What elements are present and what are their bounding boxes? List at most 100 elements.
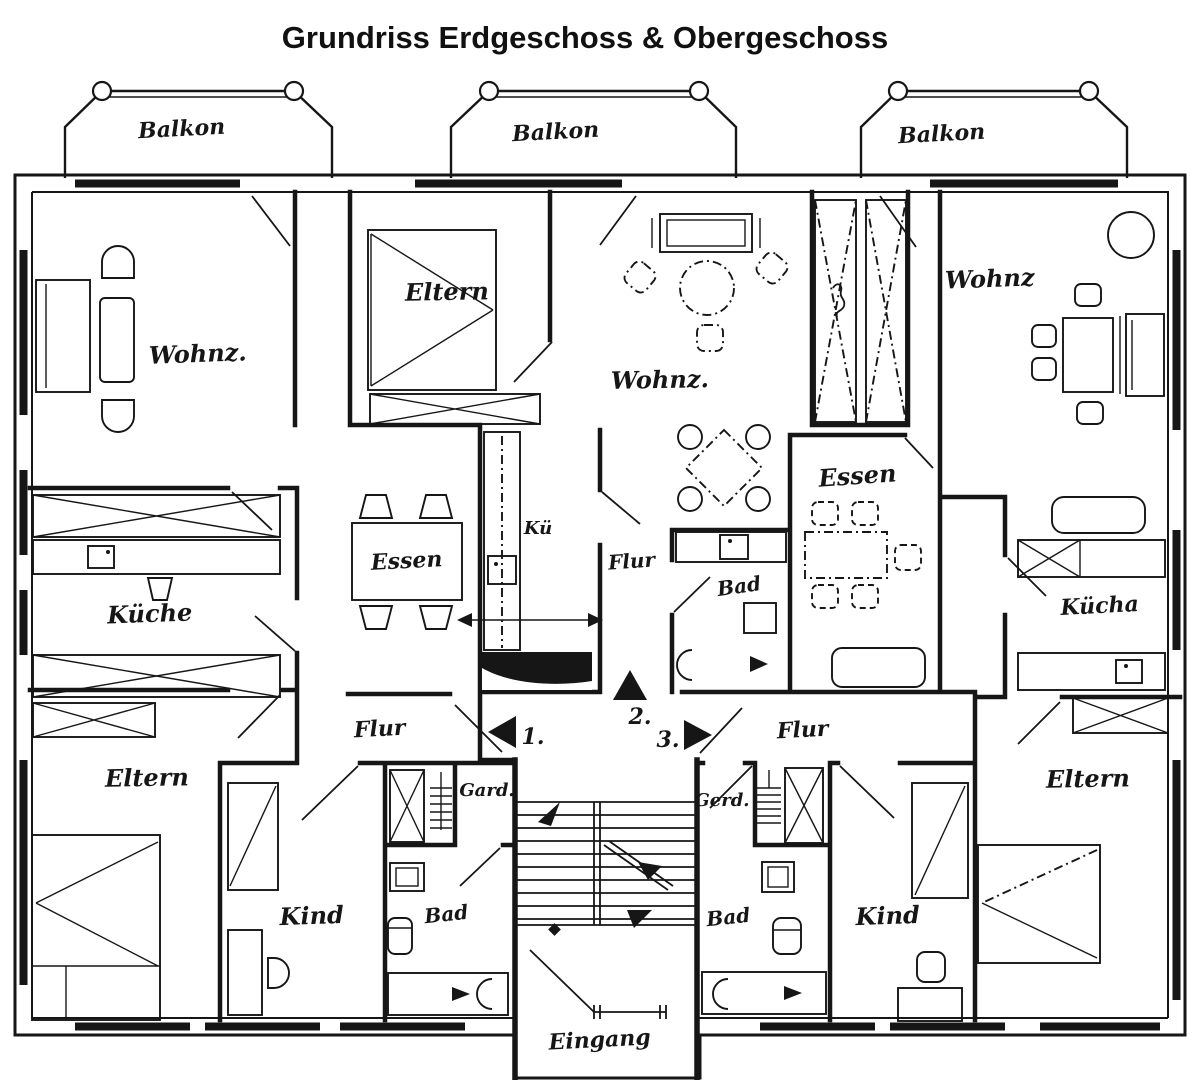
sink-icon — [87, 545, 115, 569]
room-label-kue-center: Kü — [523, 518, 552, 539]
faucet-icon — [452, 987, 470, 1001]
bad-center-fixtures — [675, 531, 787, 681]
room-labels: Wohnz. Eltern Wohnz. Wohnz Essen Kü Flur… — [104, 262, 1140, 931]
apartment-3-arrow-icon — [684, 720, 712, 750]
room-label-kueche-left: Küche — [106, 598, 193, 630]
stair-direction-arrow-icon — [627, 910, 652, 928]
counter-icon — [1017, 652, 1166, 691]
page-title: Grundriss Erdgeschoss & Obergeschoss — [282, 20, 888, 55]
room-label-eltern-right: Eltern — [1045, 763, 1130, 793]
balcony-post-icon — [887, 80, 909, 102]
chair-icon — [418, 494, 454, 519]
chair-icon — [1076, 401, 1104, 425]
room-label-kind-left: Kind — [278, 900, 344, 931]
stool-icon — [146, 577, 174, 601]
room-label-balkon-left: Balkon — [136, 114, 225, 145]
coffee-table-icon — [99, 297, 135, 383]
sideboard-icon — [659, 213, 753, 253]
sink-icon — [1115, 659, 1143, 684]
stair-direction-arrow-icon — [638, 862, 662, 880]
right-apartment-furniture — [701, 211, 1169, 1022]
square-table-icon — [684, 428, 764, 508]
room-label-eingang: Eingang — [547, 1024, 651, 1055]
wohnz-center-furniture — [623, 213, 789, 512]
room-label-balkon-right: Balkon — [896, 119, 985, 150]
room-label-bad-left: Bad — [422, 900, 469, 929]
cabinet-icon — [1017, 539, 1166, 578]
room-label-gard-left: Gard. — [459, 780, 514, 801]
handwritten-scribble — [832, 283, 846, 318]
closet-icon — [389, 769, 425, 843]
room-label-kind-right: Kind — [854, 900, 920, 931]
entrance-door: Eingang — [529, 949, 667, 1056]
room-label-bad-center: Bad — [715, 571, 763, 601]
sink-icon — [761, 861, 795, 893]
bed-icon — [227, 782, 279, 891]
interior-walls — [27, 189, 1183, 1080]
sofa-icon — [1125, 313, 1165, 397]
balcony-post-icon — [688, 80, 710, 102]
desk-icon — [897, 987, 963, 1022]
stair-direction-arrow-icon — [538, 802, 560, 826]
chair-icon — [851, 501, 879, 526]
kitchen-cabinets — [32, 494, 281, 698]
bed-eltern-center — [367, 229, 541, 425]
door-swings — [231, 195, 1061, 887]
wardrobe-icon — [1072, 697, 1169, 734]
room-label-kuecha-right: Kücha — [1059, 591, 1140, 621]
counter-icon — [675, 531, 787, 563]
kue-center-counter — [457, 431, 603, 690]
bench-icon — [831, 647, 926, 688]
chair-icon — [267, 957, 290, 989]
chair-icon — [677, 424, 703, 450]
sofa-icon — [35, 279, 91, 393]
gard-closet-left — [389, 769, 452, 843]
chair-icon — [418, 605, 454, 630]
chair-icon — [811, 501, 839, 526]
balcony-post-icon — [91, 80, 113, 102]
apartment-markers: 1. 2. 3. — [488, 670, 712, 753]
closet-icon — [784, 767, 824, 844]
chair-icon — [358, 605, 394, 630]
cabinet-icon — [369, 393, 541, 425]
bed-icon — [911, 782, 969, 899]
bathtub-icon — [701, 971, 827, 1015]
round-table-icon — [1107, 211, 1155, 259]
balcony-post-icon — [1078, 80, 1100, 102]
shelf-icon — [743, 602, 777, 634]
bad-left-fixtures — [387, 862, 509, 1016]
balcony-right: Balkon — [859, 80, 1129, 178]
armchair-icon — [101, 399, 135, 433]
chair-icon — [358, 494, 394, 519]
chair-icon — [745, 424, 771, 450]
apartment-2-arrow-icon — [613, 670, 647, 700]
kind-right-furniture — [897, 782, 969, 1022]
room-label-wohnz-right: Wohnz — [944, 262, 1036, 294]
chair-icon — [851, 584, 879, 609]
balcony-left: Balkon — [63, 80, 334, 178]
faucet-icon — [750, 656, 768, 672]
essen-left-furniture — [351, 494, 463, 630]
dimension-arrow-icon — [457, 613, 472, 627]
desk-icon — [227, 929, 263, 1016]
bad-right-fixtures — [701, 861, 827, 1015]
chair-icon — [696, 324, 724, 352]
wardrobe-icon — [865, 199, 907, 423]
essen-center-furniture — [804, 501, 926, 688]
coat-rack-icon — [757, 770, 781, 824]
bathtub-icon — [387, 972, 509, 1016]
left-apartment-furniture — [31, 245, 509, 1021]
window-bands — [19, 179, 1181, 1031]
balcony-post-icon — [283, 80, 305, 102]
wardrobe-icon — [814, 199, 857, 423]
room-label-eltern-left: Eltern — [104, 762, 189, 792]
chair-icon — [916, 951, 946, 983]
dimension-arrow-icon — [588, 613, 603, 627]
bed-eltern-right — [977, 697, 1169, 964]
room-label-essen-left: Essen — [369, 546, 443, 576]
faucet-icon — [784, 986, 802, 1000]
balcony-post-icon — [478, 80, 500, 102]
coat-rack-icon — [430, 772, 452, 830]
